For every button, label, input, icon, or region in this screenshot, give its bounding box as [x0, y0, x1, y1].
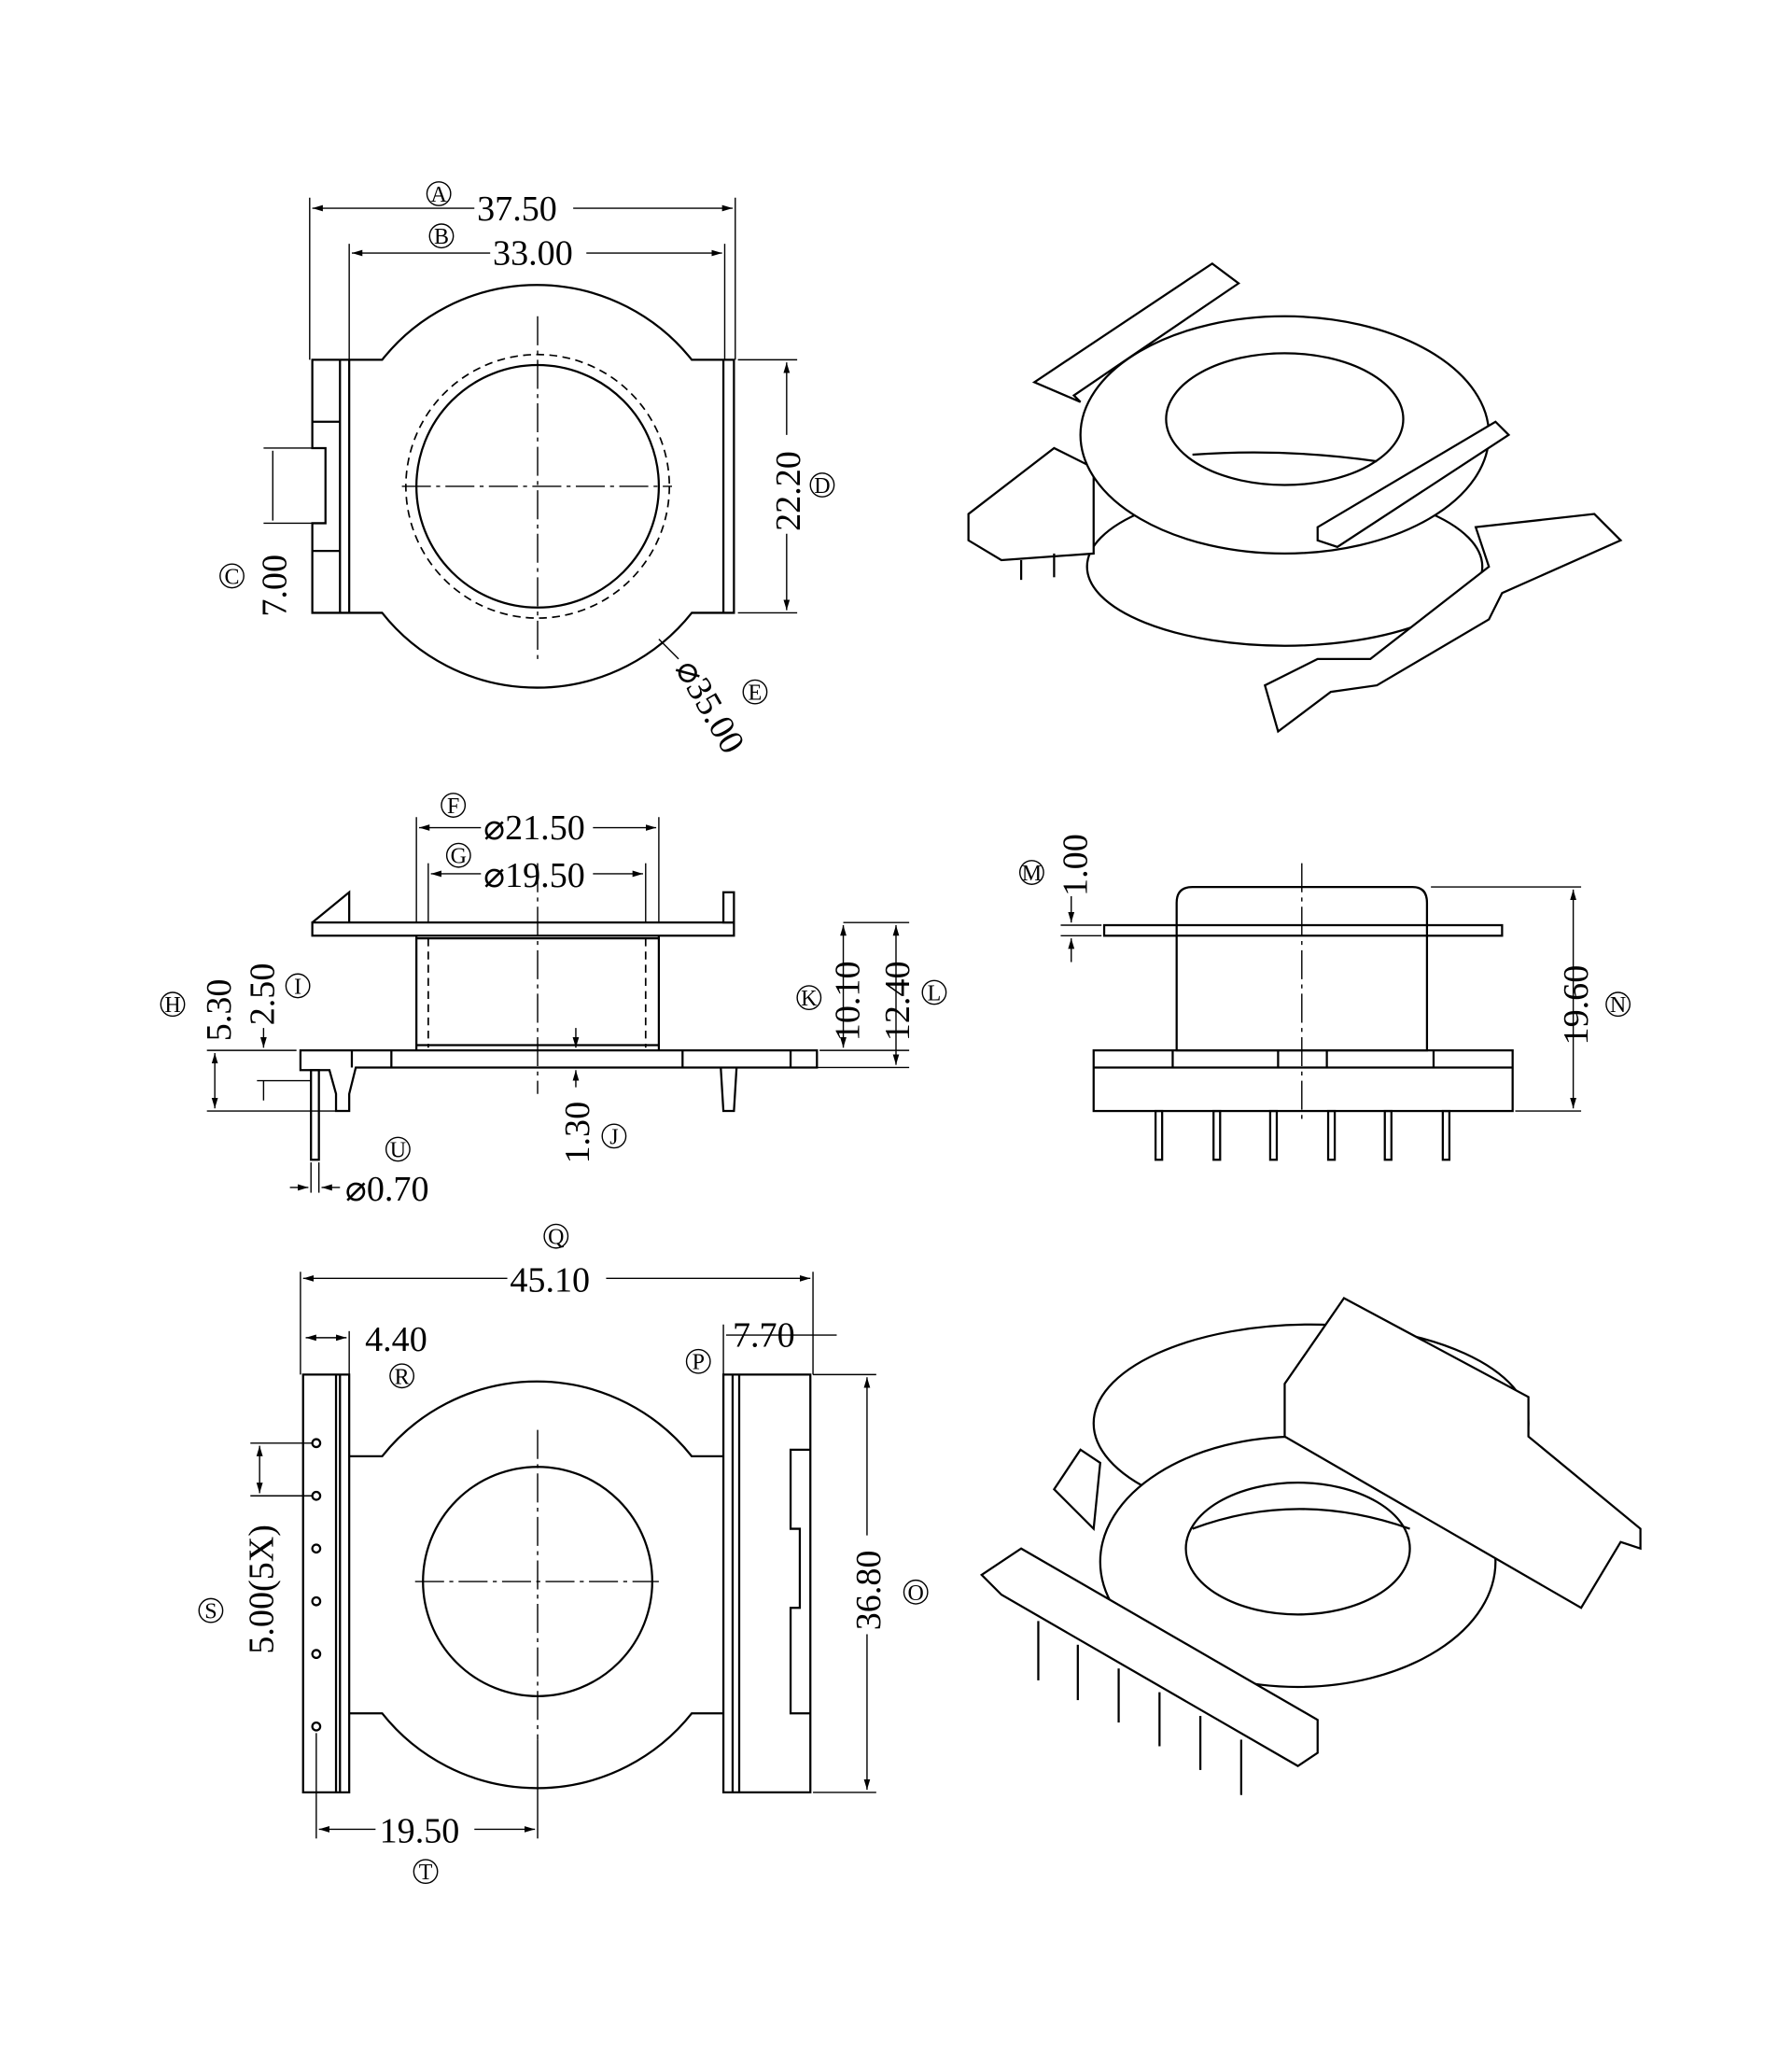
- svg-text:N: N: [1610, 993, 1626, 1018]
- svg-text:I: I: [294, 975, 301, 999]
- dim-t-value: 19.50: [380, 1812, 460, 1851]
- dim-s-value: 5.00(5X): [242, 1525, 281, 1654]
- svg-text:S: S: [204, 1600, 217, 1624]
- dim-r-key: R: [389, 1363, 415, 1389]
- dim-d-value: 22.20: [769, 451, 808, 531]
- iso-pins: [1037, 1621, 1242, 1795]
- dim-h-value: 5.30: [200, 979, 239, 1042]
- svg-text:T: T: [419, 1861, 433, 1885]
- dim-b-key: B: [428, 223, 455, 249]
- dim-l-key: L: [921, 979, 947, 1005]
- dim-g-value: ⌀19.50: [483, 856, 585, 895]
- dim-e-key: E: [742, 679, 768, 706]
- dim-h-key: H: [160, 991, 186, 1018]
- dim-f-value: ⌀21.50: [483, 808, 585, 848]
- dim-e-value: ⌀35.00: [667, 653, 752, 760]
- dim-s-key: S: [198, 1597, 224, 1624]
- dim-u-value: ⌀0.70: [345, 1170, 429, 1209]
- dim-u-key: U: [385, 1136, 411, 1162]
- svg-text:Q: Q: [548, 1226, 564, 1250]
- dim-k-value: 10.10: [828, 961, 867, 1041]
- dim-o-value: 36.80: [849, 1551, 889, 1631]
- isometric-view-bottom: [979, 1297, 1642, 1795]
- dim-n-value: 19.60: [1557, 965, 1596, 1046]
- svg-text:U: U: [390, 1138, 406, 1162]
- svg-text:P: P: [693, 1351, 705, 1375]
- dim-a-key: A: [426, 181, 452, 207]
- bottom-view: [250, 1272, 876, 1839]
- dim-c-key: C: [219, 563, 245, 589]
- dim-q-key: Q: [543, 1223, 569, 1250]
- side-view: [206, 817, 910, 1193]
- dim-p-value: 7.70: [733, 1316, 795, 1356]
- svg-text:M: M: [1022, 862, 1042, 886]
- dim-p-key: P: [685, 1348, 711, 1375]
- svg-text:K: K: [801, 987, 818, 1011]
- isometric-view-top: [967, 261, 1623, 734]
- dim-f-key: F: [441, 793, 467, 819]
- svg-text:H: H: [164, 993, 180, 1018]
- dim-i-key: I: [285, 973, 311, 999]
- dim-b-value: 33.00: [493, 234, 573, 274]
- dim-a-value: 37.50: [477, 190, 557, 229]
- pins: [1154, 1109, 1451, 1161]
- dim-i-value: 2.50: [244, 963, 283, 1026]
- dim-o-key: O: [903, 1579, 929, 1606]
- svg-text:O: O: [908, 1581, 924, 1606]
- dim-m-value: 1.00: [1057, 834, 1096, 896]
- dim-t-key: T: [413, 1859, 439, 1885]
- dim-n-key: N: [1605, 991, 1631, 1018]
- dim-c-value: 7.00: [255, 555, 294, 617]
- dim-g-key: G: [445, 842, 471, 869]
- dim-j-key: J: [601, 1123, 627, 1149]
- dim-j-value: 1.30: [558, 1102, 597, 1164]
- front-view: [1060, 863, 1582, 1161]
- svg-text:L: L: [928, 981, 942, 1005]
- top-view: [263, 197, 798, 689]
- dim-r-value: 4.40: [365, 1320, 427, 1359]
- dim-k-key: K: [796, 985, 822, 1011]
- svg-text:C: C: [225, 565, 240, 589]
- dim-q-value: 45.10: [510, 1260, 590, 1300]
- svg-text:E: E: [749, 682, 763, 706]
- svg-text:D: D: [814, 474, 830, 499]
- svg-text:A: A: [430, 183, 447, 207]
- pin-slots: [311, 1438, 322, 1732]
- dim-l-value: 12.40: [878, 961, 917, 1041]
- svg-text:R: R: [395, 1365, 410, 1389]
- dim-m-key: M: [1018, 860, 1044, 886]
- svg-text:J: J: [609, 1125, 618, 1149]
- dim-d-key: D: [809, 472, 835, 499]
- svg-text:G: G: [451, 845, 467, 869]
- svg-text:B: B: [434, 225, 449, 249]
- svg-text:F: F: [447, 794, 459, 819]
